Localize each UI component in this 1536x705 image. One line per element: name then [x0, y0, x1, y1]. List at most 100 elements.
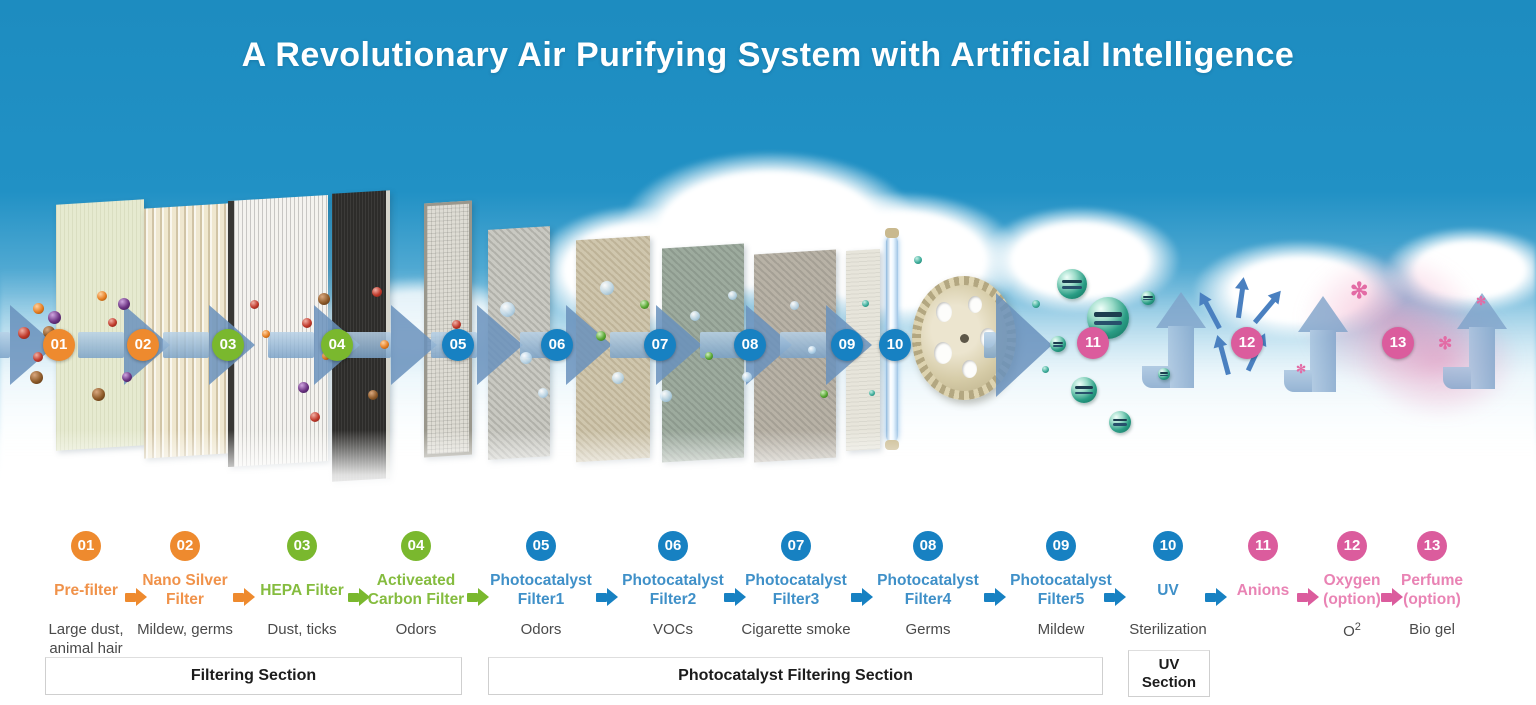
- particle: [705, 352, 713, 360]
- legend-step-05: 05 Photocatalyst Filter1 Odors: [476, 531, 606, 640]
- flower-sparkle-icon: ✻: [1350, 278, 1369, 303]
- step-number-badge: 05: [526, 531, 556, 561]
- legend-step-10: 10 UV Sterilization: [1103, 531, 1233, 640]
- flow-arrow-icon: [1104, 588, 1126, 606]
- legend-step-04: 04 Activeated Carbon Filter Odors: [351, 531, 481, 640]
- step-desc: Odors: [395, 621, 437, 638]
- particle: [310, 412, 320, 422]
- flower-sparkle-icon: ✻: [1438, 334, 1453, 353]
- flow-arrow-icon: [724, 588, 746, 606]
- step-label: HEPA Filter: [260, 581, 344, 599]
- particle: [302, 318, 312, 328]
- flower-sparkle-icon: ✻: [1296, 362, 1307, 376]
- step-label: Photocatalyst Filter1: [490, 572, 592, 608]
- step-desc: Dust, ticks: [267, 621, 337, 638]
- anion-sphere-icon: [1141, 291, 1155, 305]
- particle: [1032, 300, 1040, 308]
- particle: [30, 371, 43, 384]
- airflow-arrow-icon: [163, 305, 255, 385]
- particle: [914, 256, 922, 264]
- legend-step-01: 01 Pre-filter Large dust, animal hair: [21, 531, 151, 659]
- particle: [808, 346, 816, 354]
- flower-sparkle-icon: ✻: [1476, 294, 1487, 308]
- particle: [33, 352, 43, 362]
- step-number-badge: 10: [1153, 531, 1183, 561]
- flow-arrow-icon: [1381, 588, 1403, 606]
- flow-arrow-icon: [233, 588, 255, 606]
- anion-sphere-icon: [1071, 377, 1097, 403]
- step-label: Oxygen (option): [1323, 572, 1381, 608]
- scene-step-badge-13: 13: [1382, 327, 1414, 359]
- particle: [520, 352, 532, 364]
- particle: [612, 372, 624, 384]
- step-label: Photocatalyst Filter2: [622, 572, 724, 608]
- step-label: Perfume (option): [1400, 572, 1464, 608]
- particle: [298, 382, 309, 393]
- step-label: Photocatalyst Filter3: [745, 572, 847, 608]
- particle: [600, 281, 614, 295]
- step-desc: Germs: [905, 621, 951, 638]
- scene-step-badge-11: 11: [1077, 327, 1109, 359]
- step-desc: Bio gel: [1409, 621, 1455, 638]
- step-desc: Large dust, animal hair: [48, 621, 124, 657]
- anion-sphere-icon: [1057, 269, 1087, 299]
- particle: [500, 302, 515, 317]
- section-label: Photocatalyst Filtering Section: [678, 667, 913, 684]
- step-number-badge: 09: [1046, 531, 1076, 561]
- step-desc: VOCs: [652, 621, 693, 638]
- particle: [118, 298, 130, 310]
- flow-arrow-icon: [851, 588, 873, 606]
- step-label: Photocatalyst Filter5: [1010, 572, 1112, 608]
- cloud-haze: [0, 430, 1536, 505]
- step-label: Nano Silver Filter: [142, 572, 228, 608]
- particle: [1042, 366, 1049, 373]
- particle: [538, 388, 548, 398]
- particle: [368, 390, 378, 400]
- flow-arrow-icon: [1205, 588, 1227, 606]
- scene-step-badge-04: 04: [321, 329, 353, 361]
- legend-step-12: 12 Oxygen (option) O2: [1287, 531, 1417, 642]
- particle: [97, 291, 107, 301]
- step-desc: Mildew, germs: [137, 621, 233, 638]
- step-number-badge: 06: [658, 531, 688, 561]
- step-desc: Mildew: [1037, 621, 1085, 638]
- airflow-arrow-icon: [345, 305, 437, 385]
- step-desc: O2: [1343, 621, 1361, 640]
- scene-step-badge-03: 03: [212, 329, 244, 361]
- particle: [742, 372, 752, 382]
- legend-step-13: 13 Perfume (option) Bio gel: [1367, 531, 1497, 640]
- step-label: Photocatalyst Filter4: [877, 572, 979, 608]
- step-label: Pre-filter: [54, 581, 118, 599]
- flow-arrow-icon: [125, 588, 147, 606]
- legend-step-02: 02 Nano Silver Filter Mildew, germs: [120, 531, 250, 640]
- particle: [790, 301, 799, 310]
- flow-arrow-icon: [596, 588, 618, 606]
- flow-arrow-icon: [984, 588, 1006, 606]
- flow-arrow-icon: [348, 588, 370, 606]
- particle: [372, 287, 382, 297]
- particle: [250, 300, 259, 309]
- step-number-badge: 11: [1248, 531, 1278, 561]
- section-label: UV Section: [1141, 655, 1197, 691]
- particle: [380, 340, 389, 349]
- section-filtering: Filtering Section: [45, 657, 462, 695]
- particle: [660, 390, 672, 402]
- legend-step-07: 07 Photocatalyst Filter3 Cigarette smoke: [731, 531, 861, 640]
- particle: [452, 320, 461, 329]
- particle: [122, 372, 132, 382]
- section-label: Filtering Section: [190, 667, 317, 684]
- particle: [18, 327, 30, 339]
- legend-step-08: 08 Photocatalyst Filter4 Germs: [863, 531, 993, 640]
- particle: [33, 303, 44, 314]
- scene-step-badge-12: 12: [1231, 327, 1263, 359]
- scene-step-badge-02: 02: [127, 329, 159, 361]
- step-number-badge: 02: [170, 531, 200, 561]
- particle: [869, 390, 875, 396]
- step-number-badge: 13: [1417, 531, 1447, 561]
- anion-sphere-icon: [1109, 411, 1131, 433]
- scene-step-badge-07: 07: [644, 329, 676, 361]
- particle: [640, 300, 649, 309]
- step-desc: Odors: [520, 621, 562, 638]
- legend-step-03: 03 HEPA Filter Dust, ticks: [237, 531, 367, 640]
